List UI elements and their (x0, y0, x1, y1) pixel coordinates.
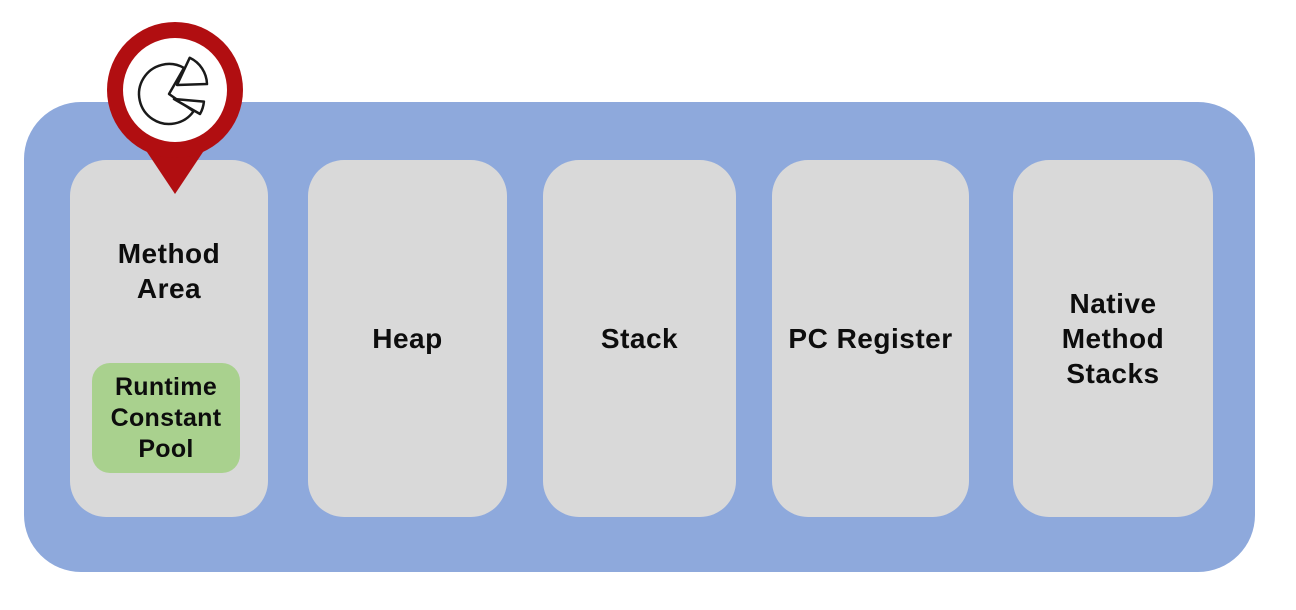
pc-register-label: PC Register (788, 323, 953, 354)
stack-label: Stack (600, 323, 679, 354)
pie-chart-icon (137, 56, 209, 126)
box-heap: Heap (308, 160, 507, 517)
runtime-constant-pool-label: Runtime Constant Pool (110, 372, 222, 463)
heap-label: Heap (372, 323, 443, 354)
pie-detached-slice (175, 56, 209, 87)
runtime-data-area-container: Method Area Runtime Constant Pool Heap S… (24, 102, 1255, 572)
method-area-label: Method Area (117, 238, 221, 304)
box-runtime-constant-pool: Runtime Constant Pool (92, 363, 240, 473)
pie-main-wedge (137, 62, 195, 126)
box-stack: Stack (543, 160, 736, 517)
box-pc-register: PC Register (772, 160, 969, 517)
location-pin-marker (107, 22, 243, 194)
box-native-method-stacks: Native Method Stacks (1013, 160, 1213, 517)
box-method-area: Method Area Runtime Constant Pool (70, 160, 268, 517)
native-method-stacks-label: Native Method Stacks (1061, 288, 1165, 389)
pie-detached-sliver (172, 97, 206, 116)
